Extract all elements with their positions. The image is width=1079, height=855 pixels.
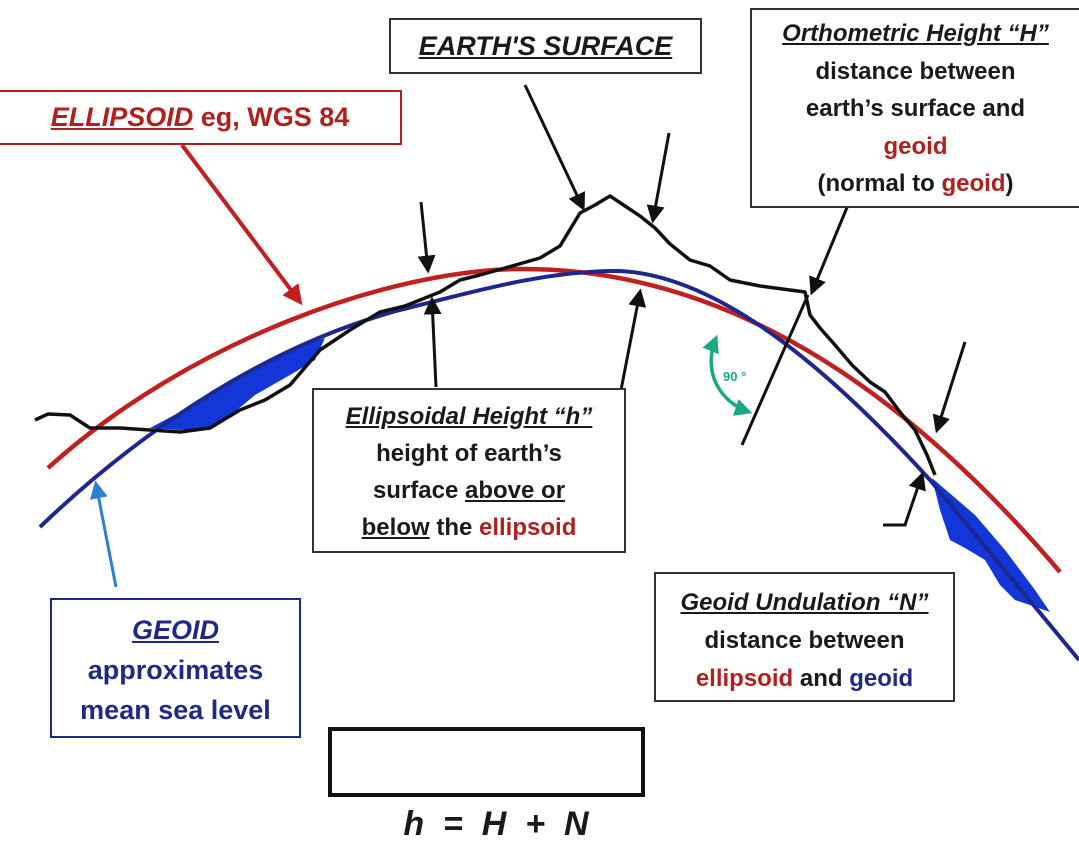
ellipsoidal-line2: surface above or <box>314 472 624 509</box>
geoid-label-box: GEOID approximates mean sea level <box>50 598 301 738</box>
undulation-line1: distance between <box>704 627 905 654</box>
ellipsoidal-line2-pre: surface <box>372 477 466 504</box>
geoid-line1: approximates <box>87 655 264 685</box>
ellipsoid-subtitle: eg, WGS 84 <box>193 102 350 132</box>
geodesy-diagram: 90 ° <box>34 84 1079 662</box>
undulation-line2-geoid: geoid <box>849 665 914 692</box>
orthometric-pointer-arrow <box>809 204 850 296</box>
orthometric-height-box: Orthometric Height “H” distance between … <box>750 8 1079 208</box>
ellipsoidal-height-arrow-right <box>619 288 647 391</box>
formula-box: h = H + N <box>328 727 645 843</box>
orthometric-line3: geoid <box>883 132 948 160</box>
undulation-pointer-arrow <box>883 471 926 527</box>
ellipsoidal-line3-underlined: below <box>361 514 430 541</box>
ellipsoidal-line2-underlined: above or <box>465 477 566 504</box>
orthometric-line4: (normal to geoid) <box>752 165 1079 203</box>
formula-text: h = H + N <box>403 805 589 843</box>
geoid-pointer-arrow <box>89 480 118 588</box>
geoid-undulation-box: Geoid Undulation “N” distance between el… <box>654 572 955 702</box>
orthometric-line2: earth’s surface and <box>805 95 1026 122</box>
ellipsoidal-line3-mid: the <box>429 514 479 541</box>
ellipsoidal-height-arrow-left <box>423 296 442 388</box>
geoid-line2: mean sea level <box>80 695 271 725</box>
ellipsoidal-title: Ellipsoidal Height “h” <box>345 403 593 430</box>
ellipsoid-label-box: ELLIPSOID eg, WGS 84 <box>0 90 402 145</box>
undulation-line2: ellipsoid and geoid <box>656 660 953 698</box>
undulation-title: Geoid Undulation “N” <box>680 589 929 616</box>
geoid-title: GEOID <box>131 615 219 645</box>
ellipsoidal-line3-ellipsoid: ellipsoid <box>479 514 577 541</box>
geoid-undulation-shade-right <box>932 478 1050 612</box>
undulation-line2-ellipsoid: ellipsoid <box>695 665 794 692</box>
right-angle-label: 90 ° <box>723 369 746 384</box>
right-angle-arc-arrow <box>702 334 753 416</box>
ellipsoid-title: ELLIPSOID <box>50 102 194 132</box>
earth-surface-label-box: EARTH'S SURFACE <box>389 18 702 74</box>
orthometric-line1: distance between <box>815 57 1016 85</box>
undulation-line2-mid: and <box>793 665 850 692</box>
ellipsoid-right-arrow <box>932 341 967 434</box>
ellipsoidal-line1: height of earth’s <box>376 440 562 467</box>
ellipsoidal-line3: below the ellipsoid <box>314 509 624 546</box>
earth-surface-label: EARTH'S SURFACE <box>418 31 673 61</box>
orthometric-line4-geoid: geoid <box>941 170 1006 197</box>
surface-pointer-arrow <box>523 84 585 212</box>
orthometric-line4-pre: (normal to <box>817 170 942 197</box>
geoid-curve <box>38 268 1079 662</box>
ellipsoid-pointer-arrow <box>180 143 303 306</box>
surface-peak-arrow <box>646 132 671 224</box>
orthometric-title: Orthometric Height “H” <box>782 20 1049 47</box>
orthometric-line4-post: ) <box>1005 170 1014 197</box>
ellipsoidal-height-box: Ellipsoidal Height “h” height of earth’s… <box>312 388 626 553</box>
ellipsoid-curve <box>46 266 1062 574</box>
earth-surface-curve <box>34 194 937 476</box>
orthometric-normal-line <box>740 294 810 446</box>
ellipsoid-left-arrow <box>417 201 436 274</box>
